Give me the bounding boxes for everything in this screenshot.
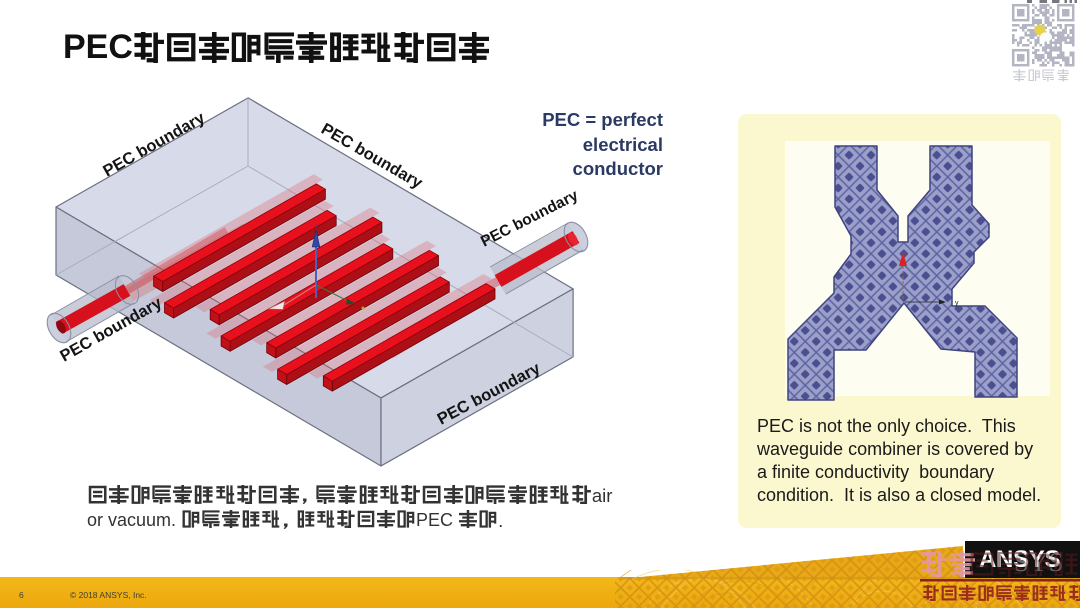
svg-text:y: y — [955, 300, 959, 307]
